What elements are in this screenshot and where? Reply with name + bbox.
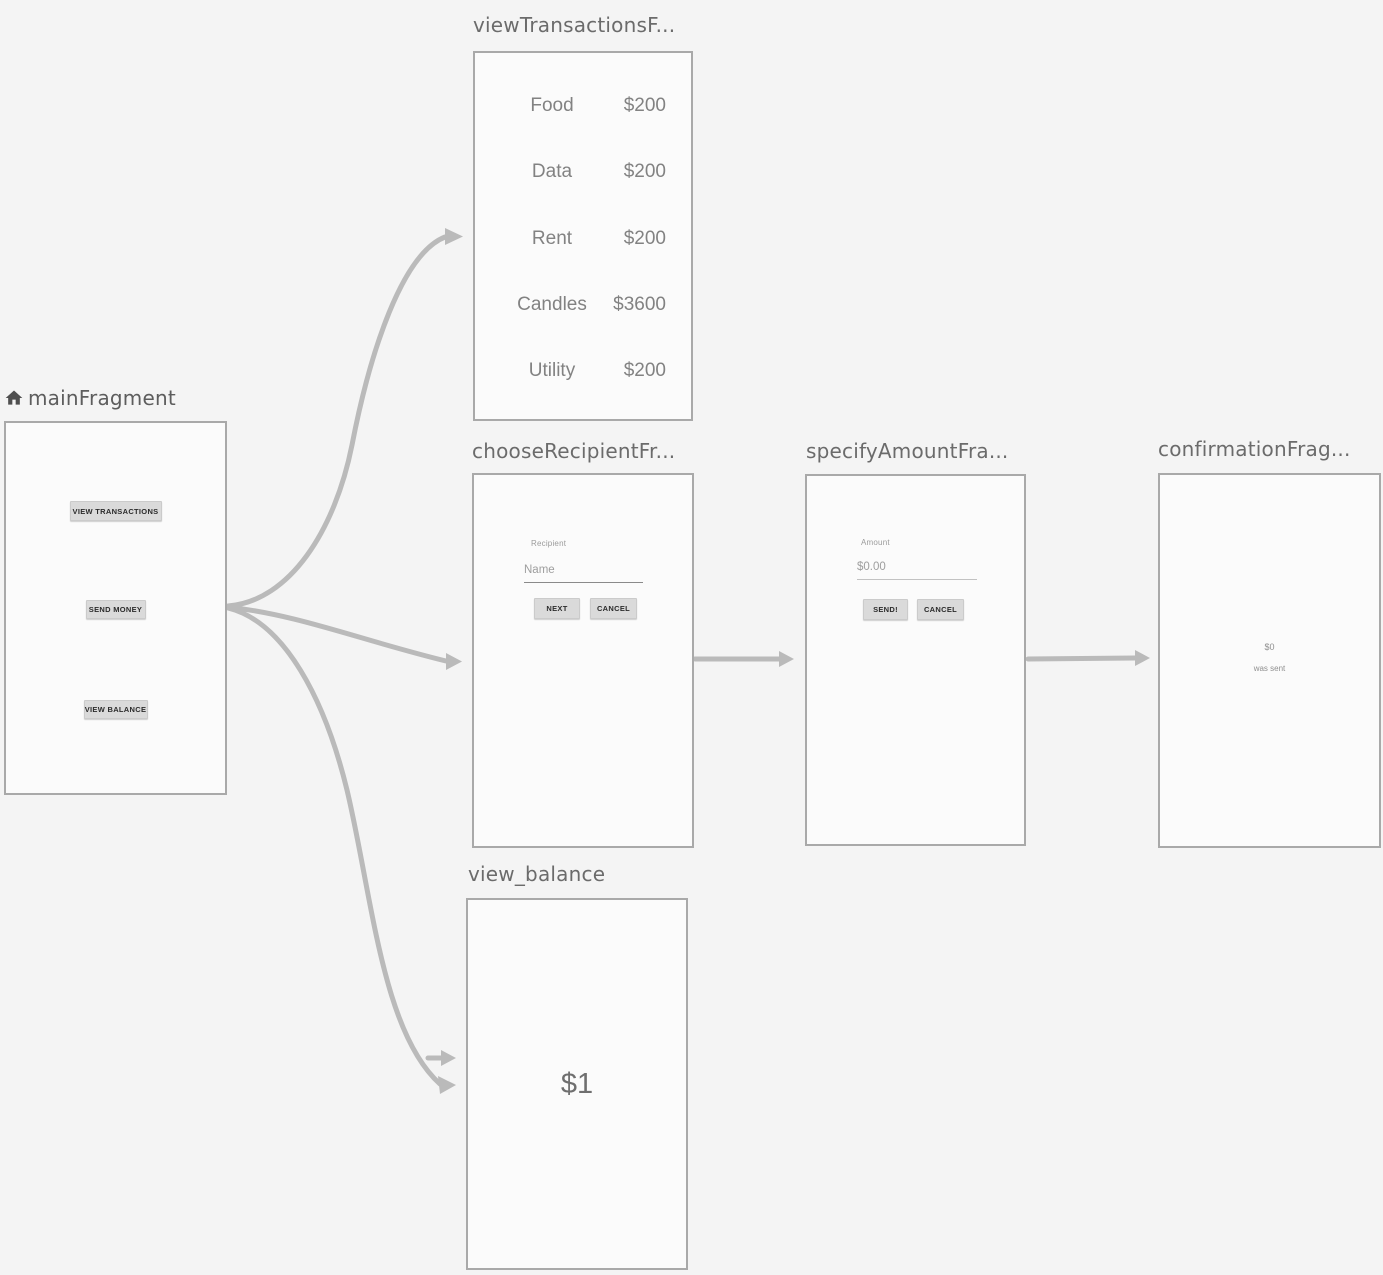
fragment-title-specify-amount: specifyAmountFra...	[806, 439, 1009, 463]
transaction-row: Candles $3600	[475, 294, 691, 316]
fragment-card-main[interactable]: VIEW TRANSACTIONS SEND MONEY VIEW BALANC…	[4, 421, 227, 795]
next-button[interactable]: NEXT	[534, 598, 580, 619]
action-arrow-main-to-choose-recipient[interactable]	[225, 604, 462, 670]
transaction-amount: $200	[623, 161, 666, 182]
confirmation-message: was sent	[1253, 664, 1286, 673]
fragment-title-choose-recipient: chooseRecipientFr...	[472, 439, 676, 463]
send-button[interactable]: SEND!	[863, 599, 908, 620]
amount-input[interactable]: $0.00	[857, 561, 886, 573]
transaction-row: Utility $200	[475, 360, 691, 382]
view-balance-button[interactable]: VIEW BALANCE	[83, 700, 148, 719]
fragment-card-view-balance[interactable]: $1	[466, 898, 688, 1270]
balance-value: $1	[560, 1068, 594, 1100]
action-arrow-choose-recipient-to-specify-amount[interactable]	[692, 651, 794, 667]
send-money-button[interactable]: SEND MONEY	[85, 600, 146, 619]
fragment-card-view-transactions[interactable]: Food $200 Data $200 Rent $200 Candles $3…	[473, 51, 693, 421]
view-transactions-button[interactable]: VIEW TRANSACTIONS	[69, 501, 162, 521]
transaction-label: Food	[530, 95, 574, 116]
transaction-label: Utility	[528, 360, 576, 381]
confirmation-amount: $0	[1264, 642, 1275, 652]
transaction-row: Data $200	[475, 161, 691, 183]
fragment-card-choose-recipient[interactable]: Recipient Name NEXT CANCEL	[472, 473, 694, 848]
transaction-label: Data	[531, 161, 573, 182]
transaction-label: Rent	[531, 228, 573, 249]
fragment-title-main: mainFragment	[4, 386, 176, 410]
cancel-button[interactable]: CANCEL	[917, 599, 964, 620]
transaction-amount: $200	[623, 95, 666, 116]
action-arrow-specify-amount-to-confirmation[interactable]	[1025, 650, 1150, 666]
recipient-name-input[interactable]: Name	[524, 564, 555, 576]
fragment-title-confirmation: confirmationFrag...	[1158, 437, 1351, 461]
transaction-row: Food $200	[475, 95, 691, 117]
amount-field-label: Amount	[861, 538, 890, 547]
transaction-amount: $200	[623, 228, 666, 249]
transaction-row: Rent $200	[475, 228, 691, 250]
amount-input-underline	[857, 579, 977, 580]
home-icon	[5, 390, 23, 405]
recipient-field-label: Recipient	[531, 539, 567, 548]
transaction-amount: $200	[623, 360, 666, 381]
fragment-title-view-balance: view_balance	[468, 862, 606, 886]
transaction-label: Candles	[517, 294, 587, 315]
cancel-button[interactable]: CANCEL	[590, 598, 637, 619]
action-arrow-main-to-view-balance[interactable]	[225, 605, 456, 1094]
action-arrow-main-to-view-transactions[interactable]	[225, 228, 463, 609]
recipient-input-underline	[524, 582, 643, 583]
fragment-card-specify-amount[interactable]: Amount $0.00 SEND! CANCEL	[805, 474, 1026, 846]
fragment-card-confirmation[interactable]: $0 was sent	[1158, 473, 1381, 848]
fragment-title-main-label: mainFragment	[28, 386, 176, 410]
action-arrow-stub-to-view-balance[interactable]	[425, 1050, 456, 1066]
fragment-title-view-transactions: viewTransactionsF...	[473, 13, 676, 37]
transaction-amount: $3600	[613, 294, 666, 315]
